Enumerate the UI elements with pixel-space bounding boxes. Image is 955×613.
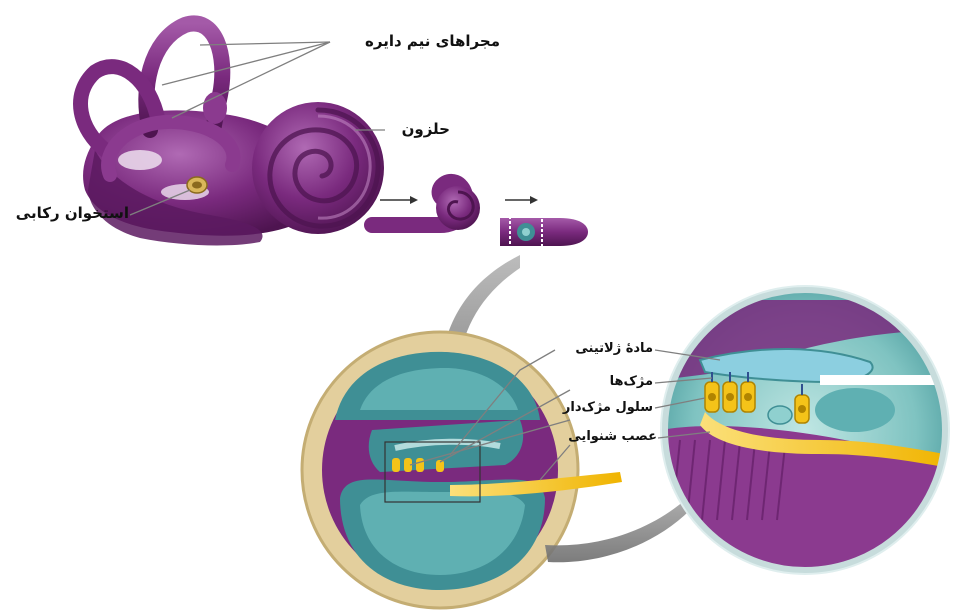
semicircular-canal-lateral [101,114,241,182]
uncoiled-cochlea [500,218,588,246]
uncoiling-sequence [364,173,588,249]
tectorial-membrane [698,348,874,384]
canal-gap [118,150,162,170]
hair-cells [704,381,810,424]
label-auditory-nerve: عصب شنوایی [568,429,657,444]
semicircular-canal-posterior [73,59,166,158]
label-hair-cell: سلول مژک‌دار [562,400,653,415]
vestibule-lower [88,150,263,246]
inner-ear-illustration [73,15,384,246]
stapes-bone [186,176,208,194]
cochlea [252,102,384,234]
label-semicircular-canals: مجراهای نیم دایره [365,32,500,50]
step-arrow-head [410,196,418,204]
label-cilia: مژک‌ها [609,374,653,389]
nerve-fibers [700,412,945,468]
zoom-detail [660,285,950,575]
detail-box [384,441,481,503]
cross-section-marker [509,215,543,249]
label-cochlea: حلزون [401,120,450,138]
organ-of-corti [392,458,444,472]
label-gelatinous-substance: مادهٔ ژلاتینی [575,341,653,356]
step-arrow-head [530,196,538,204]
label-stapes: استخوان رکابی [15,204,129,222]
cochlea-cross-section [300,330,622,610]
leader-lines [129,41,721,481]
auditory-nerve [450,472,622,497]
cilia [711,372,803,395]
